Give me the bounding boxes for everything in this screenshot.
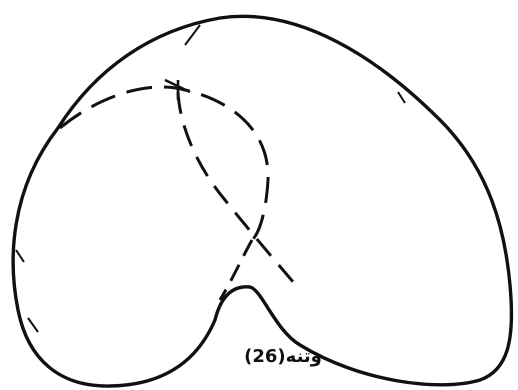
sketch-mark-top xyxy=(185,25,200,45)
dashed-tick xyxy=(165,80,190,100)
outer-outline xyxy=(13,16,511,386)
dashed-lower-stroke xyxy=(220,240,252,300)
dashed-inner-curve xyxy=(178,92,300,290)
figure-caption: وتنه(26) xyxy=(238,346,328,368)
sketch-mark-right xyxy=(398,92,405,103)
